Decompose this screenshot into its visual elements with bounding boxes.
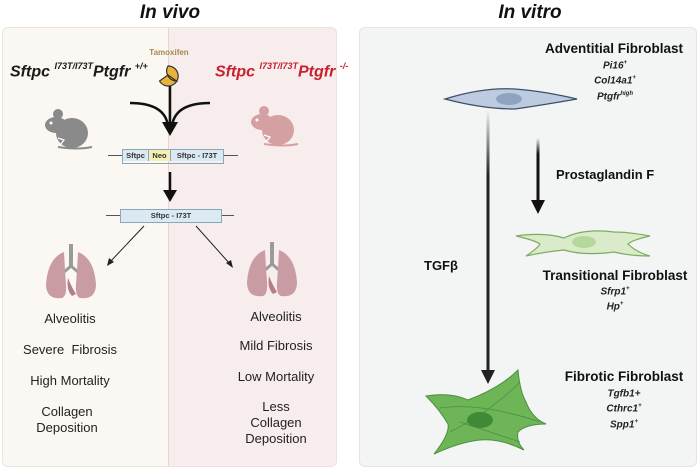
marker: Ptgfrhigh (596, 90, 633, 102)
gene2-superscript: -/- (339, 61, 349, 71)
construct-sftpc-i73t-segment: Sftpc - I73T (171, 150, 223, 161)
knockout-panel (168, 27, 337, 467)
adventitial-markers: Pi16+ Col14a1+ Ptgfrhigh (565, 57, 665, 103)
fibrotic-fibroblast-title: Fibrotic Fibroblast (564, 369, 684, 384)
tgf-beta-label: TGFβ (424, 258, 458, 273)
construct-neo-segment: Neo (149, 150, 171, 161)
in-vivo-title: In vivo (139, 2, 201, 23)
wildtype-outcome-mortality: High Mortality (30, 373, 110, 388)
marker: Cthrc1+ (606, 403, 642, 415)
knockout-outcome-mortality: Low Mortality (237, 369, 315, 384)
construct-sftpc-segment: Sftpc (123, 150, 149, 161)
adventitial-fibroblast-title: Adventitial Fibroblast (544, 41, 683, 56)
prostaglandin-arrow (531, 138, 545, 214)
gene-name: Sftpc (215, 63, 255, 81)
gene-name: Sftpc (10, 63, 50, 81)
transitional-fibroblast-title: Transitional Fibroblast (542, 268, 688, 283)
marker: Col14a1+ (594, 75, 636, 87)
allele-superscript: I73T/I73T (259, 61, 298, 71)
tgf-beta-arrow (481, 110, 495, 384)
gene2-name: Ptgfr (297, 63, 336, 81)
knockout-outcome-alveolitis: Alveolitis (250, 309, 302, 324)
in-vitro-title: In vitro (498, 2, 562, 23)
marker: Pi16+ (602, 60, 628, 72)
knockout-genotype: Sftpc I73T/I73TPtgfr -/- (215, 61, 349, 81)
knockout-mouse-icon (251, 106, 299, 147)
allele-superscript: I73T/I73T (54, 61, 93, 71)
construct-before: Sftpc Neo Sftpc - I73T (122, 149, 224, 164)
marker: Spp1+ (610, 418, 638, 430)
gene2-superscript: +/+ (134, 61, 148, 71)
wildtype-outcome-fibrosis: Severe Fibrosis (23, 342, 117, 357)
wildtype-lungs-icon (46, 244, 96, 299)
recombination-arrow (163, 172, 177, 202)
wildtype-genotype: Sftpc I73T/I73TPtgfr +/+ (10, 61, 148, 81)
marker: Tgfb1+ (607, 388, 641, 400)
knockout-lungs-icon (247, 242, 297, 297)
wildtype-outcome-collagen: Collagen Deposition (36, 404, 98, 435)
knockout-outcome-collagen: Less Collagen Deposition (245, 399, 307, 446)
construct-after: Sftpc - I73T (120, 209, 222, 223)
transitional-fibroblast-cell-icon (515, 230, 651, 257)
wildtype-mouse-icon (45, 109, 93, 150)
fibrotic-markers: Tgfb1+ Cthrc1+ Spp1+ (574, 385, 674, 431)
tamoxifen-label: Tamoxifen (149, 48, 189, 57)
prostaglandin-label: Prostaglandin F (556, 167, 655, 182)
wildtype-panel (2, 27, 169, 467)
wildtype-outcome-alveolitis: Alveolitis (44, 311, 96, 326)
knockout-outcome-fibrosis: Mild Fibrosis (239, 338, 313, 353)
transitional-markers: Sfrp1+ Hp+ (565, 283, 665, 314)
outcome-arrows (107, 225, 233, 268)
tamoxifen-pill-icon (158, 65, 179, 87)
adventitial-fibroblast-cell-icon (443, 88, 578, 110)
marker: Sfrp1+ (600, 286, 630, 298)
fibrotic-fibroblast-cell-icon (424, 368, 547, 455)
gene2-name: Ptgfr (92, 63, 131, 81)
merge-arrow (129, 86, 211, 136)
marker: Hp+ (606, 301, 624, 313)
